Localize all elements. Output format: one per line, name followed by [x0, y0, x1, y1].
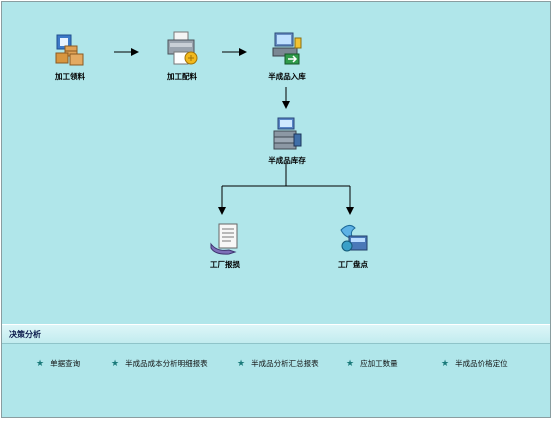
decision-link-3[interactable]: ★ 应加工数量	[346, 358, 398, 369]
link-label[interactable]: 半成品价格定位	[455, 359, 508, 368]
node-label: 加工领料	[55, 72, 85, 81]
link-label[interactable]: 应加工数量	[360, 359, 398, 368]
node-label: 加工配料	[167, 72, 197, 81]
node-factory-count[interactable]: 工厂盘点	[325, 220, 381, 270]
node-factory-scrap[interactable]: 工厂报损	[197, 222, 253, 270]
inbound-icon	[272, 32, 302, 65]
decision-link-1[interactable]: ★ 半成品成本分析明细报表	[111, 358, 208, 369]
link-label[interactable]: 半成品分析汇总报表	[251, 359, 319, 368]
node-semi-stock[interactable]: 半成品库存	[259, 116, 315, 166]
node-processing-pick[interactable]: 加工领料	[45, 32, 95, 82]
node-label: 半成品入库	[268, 72, 306, 81]
decision-section-header: 决策分析	[2, 324, 550, 344]
audit-icon	[340, 224, 368, 252]
section-title: 决策分析	[9, 330, 41, 339]
node-label: 工厂报损	[210, 260, 240, 269]
star-icon: ★	[36, 359, 45, 369]
link-label[interactable]: 半成品成本分析明细报表	[125, 359, 208, 368]
server-stack-icon	[273, 117, 302, 150]
node-processing-batch[interactable]: 加工配料	[154, 30, 210, 82]
decision-link-2[interactable]: ★ 半成品分析汇总报表	[237, 358, 319, 369]
document-icon	[210, 223, 238, 255]
link-label[interactable]: 单据查询	[50, 359, 81, 368]
boxes-icon	[55, 34, 84, 66]
star-icon: ★	[441, 359, 450, 369]
node-label: 工厂盘点	[338, 260, 368, 269]
star-icon: ★	[111, 359, 120, 369]
star-icon: ★	[346, 359, 355, 369]
decision-link-4[interactable]: ★ 半成品价格定位	[441, 358, 508, 369]
decision-link-0[interactable]: ★ 单据查询	[36, 358, 80, 369]
node-semi-inbound[interactable]: 半成品入库	[259, 30, 315, 82]
printer-icon	[167, 31, 198, 65]
flow-arrows	[114, 48, 354, 215]
node-label: 半成品库存	[268, 156, 306, 165]
star-icon: ★	[237, 359, 246, 369]
